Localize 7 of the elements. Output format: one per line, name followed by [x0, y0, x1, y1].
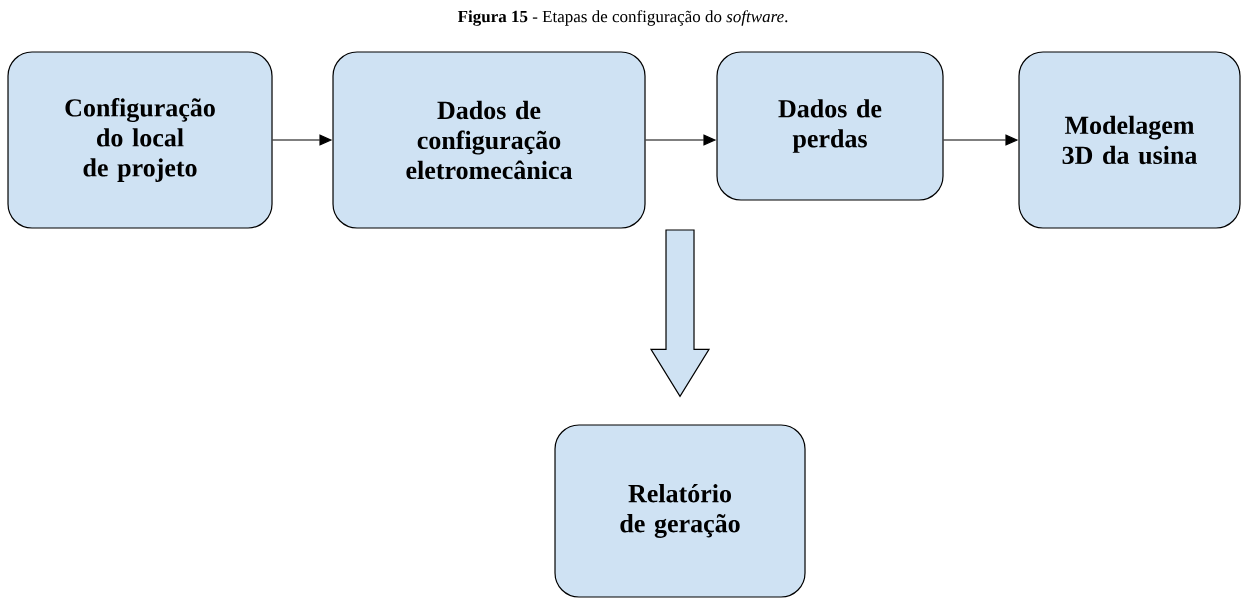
process-box: Dados de perdas — [716, 51, 944, 201]
block-arrow — [649, 229, 711, 398]
process-box: Dados de configuração eletromecânica — [332, 51, 646, 229]
process-box: Modelagem 3D da usina — [1018, 51, 1241, 229]
process-box: Configuração do local de projeto — [7, 51, 273, 229]
process-box: Relatório de geração — [554, 424, 806, 598]
figure-title: Figura 15 - Etapas de configuração do software. — [457, 10, 788, 26]
